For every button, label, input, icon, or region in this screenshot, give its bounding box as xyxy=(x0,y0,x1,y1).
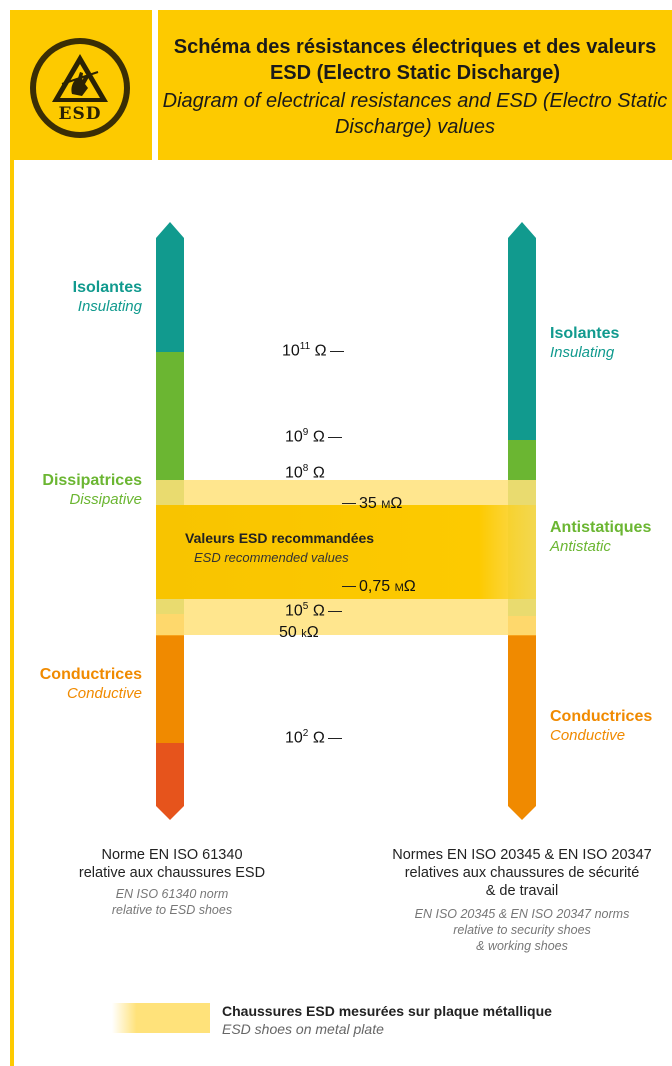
legend-french: Chaussures ESD mesurées sur plaque métal… xyxy=(222,1003,552,1019)
right-bar-conductive xyxy=(508,636,536,820)
value-10e11: 1011 Ω xyxy=(282,341,347,360)
recommended-band xyxy=(156,505,536,599)
esd-hand-icon xyxy=(52,54,108,102)
legend-swatch xyxy=(112,1003,210,1033)
value-10e2: 102 Ω xyxy=(285,728,345,747)
left-label-insulating: Isolantes Insulating xyxy=(72,279,142,315)
left-norm-french: Norme EN ISO 61340 relative aux chaussur… xyxy=(78,847,266,881)
left-rule xyxy=(10,160,14,1066)
value-35-mohm: 35 MΩ xyxy=(339,495,402,513)
title-panel xyxy=(158,10,672,160)
left-norm-english: EN ISO 61340 norm relative to ESD shoes xyxy=(111,887,233,917)
value-10e8: 108 Ω xyxy=(285,463,325,482)
recommended-title: Valeurs ESD recommandées xyxy=(185,530,375,546)
value-10e5: 105 Ω xyxy=(285,601,345,620)
left-label-conductive: Conductrices Conductive xyxy=(39,666,142,702)
legend-english: ESD shoes on metal plate xyxy=(222,1021,384,1037)
recommended-subtitle: ESD recommended values xyxy=(194,550,349,565)
right-norm-french: Normes EN ISO 20345 & EN ISO 20347 relat… xyxy=(392,847,652,899)
right-label-antistatic: Antistatiques Antistatic xyxy=(550,519,652,555)
value-10e9: 109 Ω xyxy=(285,427,345,446)
left-label-dissipative: Dissipatrices Dissipative xyxy=(42,472,142,508)
value-0-75-mohm: 0,75 MΩ xyxy=(339,578,416,596)
value-50-kohm: 50 kΩ xyxy=(279,624,319,641)
right-label-insulating: Isolantes Insulating xyxy=(550,325,620,361)
right-norm-english: EN ISO 20345 & EN ISO 20347 norms relati… xyxy=(414,907,630,953)
right-label-conductive: Conductrices Conductive xyxy=(550,708,653,744)
title-french: Schéma des résistances électriques et de… xyxy=(173,36,657,84)
left-bar-insulating xyxy=(156,222,184,352)
esd-logo: ESD xyxy=(30,38,130,138)
left-bar-conductive xyxy=(156,636,184,743)
title-english: Diagram of electrical resistances and ES… xyxy=(162,90,668,138)
logo-text: ESD xyxy=(58,104,102,124)
right-bar-insulating xyxy=(508,222,536,440)
left-bar-low xyxy=(156,743,184,820)
